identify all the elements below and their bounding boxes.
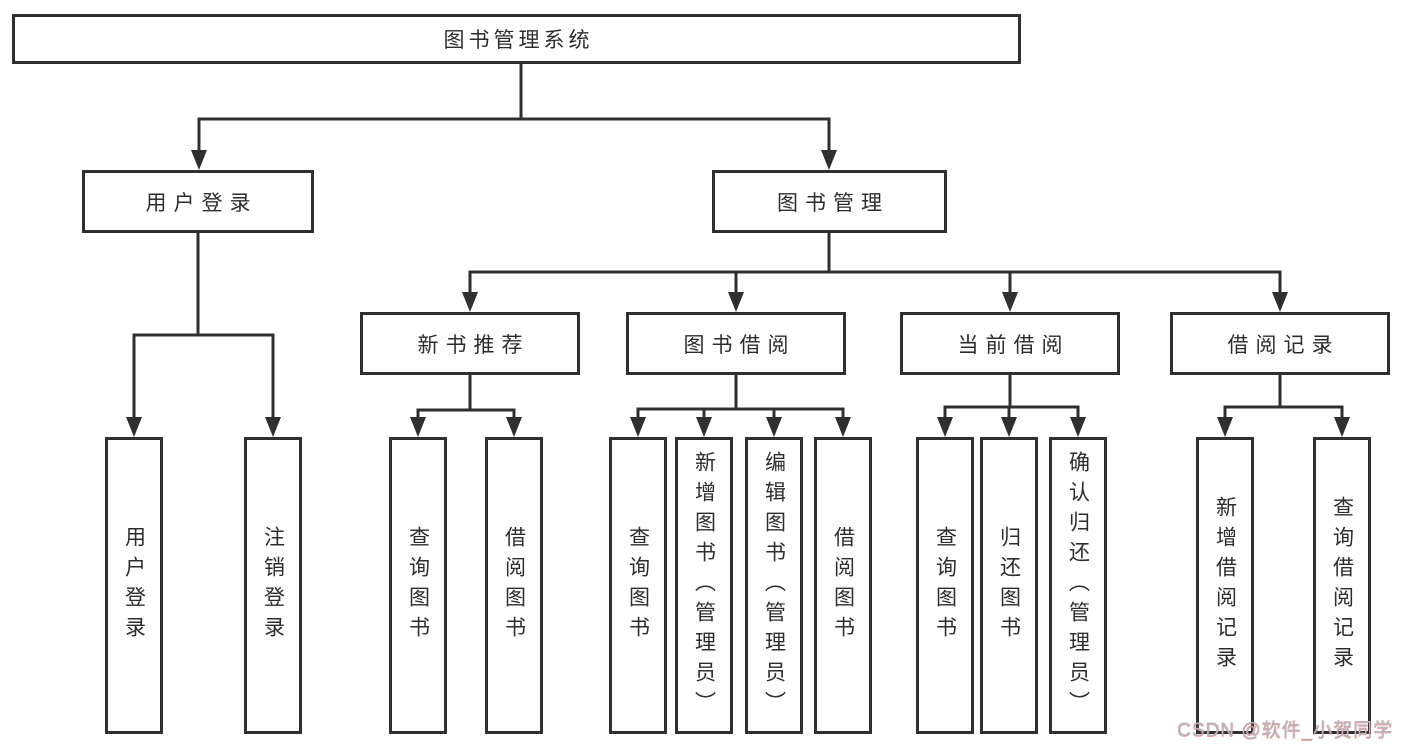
leaf-logout: 注销登录 bbox=[244, 437, 302, 734]
leaf-label: 查询图书 bbox=[626, 525, 650, 646]
node-library-management-system: 图书管理系统 bbox=[12, 14, 1021, 64]
leaf-add-books-admin: 新增图书（管理员） bbox=[675, 437, 733, 734]
node-new-book-recommend: 新书推荐 bbox=[360, 312, 580, 375]
leaf-label: 确认归还（管理员） bbox=[1066, 450, 1090, 721]
leaf-label: 新增图书（管理员） bbox=[692, 450, 716, 721]
leaf-edit-books-admin: 编辑图书（管理员） bbox=[745, 437, 803, 734]
leaf-label: 查询图书 bbox=[933, 525, 957, 646]
csdn-watermark: CSDN @软件_小贺同学 bbox=[1177, 720, 1393, 741]
leaf-label: 新增借阅记录 bbox=[1213, 495, 1237, 676]
leaf-label: 查询借阅记录 bbox=[1330, 495, 1354, 676]
leaf-label: 用户登录 bbox=[122, 525, 146, 646]
leaf-query-books-3: 查询图书 bbox=[916, 437, 974, 734]
connector-new-book-children bbox=[416, 375, 516, 432]
node-label: 图书管理 bbox=[777, 191, 889, 215]
connector-user-login-children bbox=[132, 233, 275, 432]
connector-book-borrow-children bbox=[636, 375, 845, 432]
node-label: 当前借阅 bbox=[957, 333, 1070, 357]
node-current-borrow: 当前借阅 bbox=[900, 312, 1120, 375]
leaf-query-books: 查询图书 bbox=[389, 437, 447, 734]
node-label: 图书借阅 bbox=[683, 333, 796, 357]
leaf-add-borrow-record: 新增借阅记录 bbox=[1196, 437, 1254, 734]
leaf-label: 归还图书 bbox=[997, 525, 1021, 646]
node-label: 借阅记录 bbox=[1227, 333, 1340, 357]
node-user-login: 用户登录 bbox=[82, 170, 314, 233]
leaf-borrow-books-2: 借阅图书 bbox=[814, 437, 872, 734]
connector-root-to-level1 bbox=[197, 64, 831, 165]
node-label: 用户登录 bbox=[145, 191, 258, 215]
leaf-label: 编辑图书（管理员） bbox=[762, 450, 786, 721]
node-book-management: 图书管理 bbox=[712, 170, 947, 233]
leaf-confirm-return-admin: 确认归还（管理员） bbox=[1049, 437, 1107, 734]
leaf-return-books: 归还图书 bbox=[980, 437, 1038, 734]
leaf-query-books-2: 查询图书 bbox=[609, 437, 667, 734]
connector-book-management-children bbox=[468, 233, 1282, 296]
leaf-label: 借阅图书 bbox=[502, 525, 526, 646]
arrowheads bbox=[126, 150, 1350, 437]
node-label: 图书管理系统 bbox=[443, 29, 594, 52]
leaf-query-borrow-record: 查询借阅记录 bbox=[1313, 437, 1371, 734]
leaf-label: 注销登录 bbox=[261, 525, 285, 646]
leaf-user-login: 用户登录 bbox=[105, 437, 163, 734]
leaf-label: 借阅图书 bbox=[831, 525, 855, 646]
node-book-borrow: 图书借阅 bbox=[626, 312, 846, 375]
leaf-borrow-books: 借阅图书 bbox=[485, 437, 543, 734]
node-label: 新书推荐 bbox=[417, 333, 530, 357]
leaf-label: 查询图书 bbox=[406, 525, 430, 646]
connector-borrow-record-children bbox=[1223, 375, 1344, 432]
node-borrow-record: 借阅记录 bbox=[1170, 312, 1390, 375]
